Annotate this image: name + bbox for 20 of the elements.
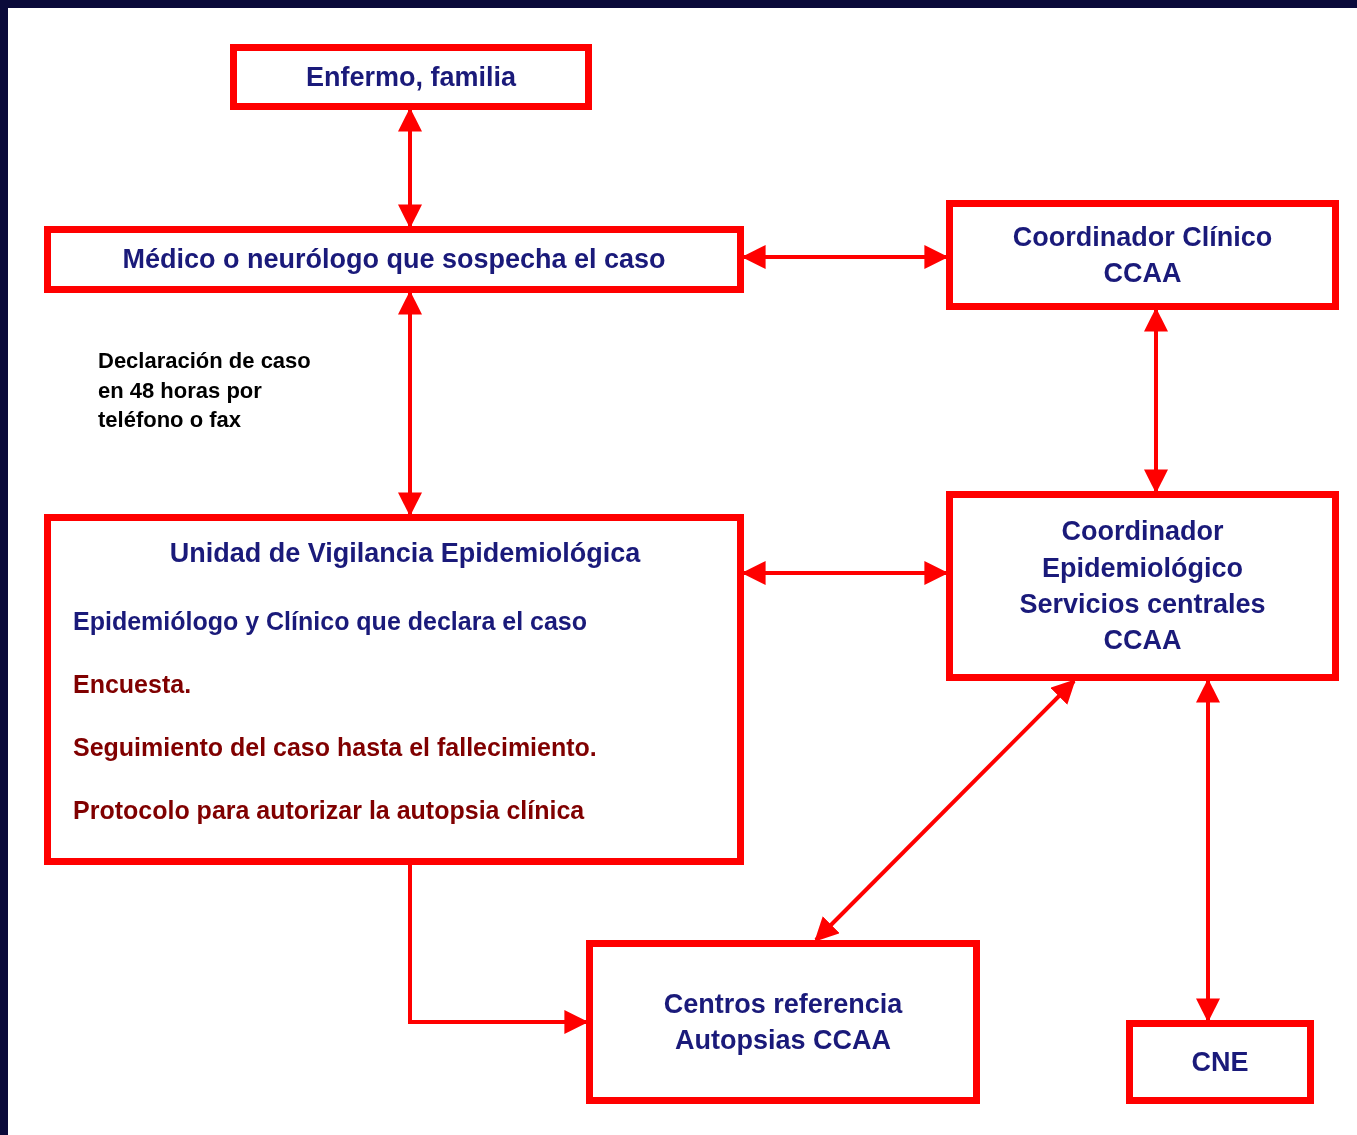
- box-text: Epidemiólogo y Clínico que declara el caso: [73, 606, 588, 638]
- process-box: [1126, 1020, 1314, 1104]
- box-text: Enfermo, familia: [305, 60, 517, 94]
- process-box: [586, 940, 980, 1104]
- box-text: CNE: [1191, 1045, 1249, 1079]
- arrow: [814, 679, 1076, 942]
- process-box: [44, 226, 744, 293]
- process-box: [946, 200, 1339, 310]
- box-heading: Unidad de Vigilancia Epidemiológica: [169, 537, 641, 570]
- process-box: [44, 514, 744, 865]
- box-text: Seguimiento del caso hasta el fallecimiento.: [73, 731, 597, 763]
- box-text: Médico o neurólogo que sospecha el caso: [122, 243, 666, 277]
- box-text: Protocolo para autorizar la autopsia clínica: [73, 794, 585, 826]
- box-text: Encuesta.: [73, 669, 192, 701]
- box-text: Coordinador Epidemiológico Servicios centrales CCAA: [1018, 515, 1267, 658]
- box-text: Centros referencia Autopsias CCAA: [662, 987, 904, 1057]
- process-box: [230, 44, 592, 110]
- note-text: Declaración de caso en 48 horas por teléfono o fax: [98, 347, 312, 435]
- box-text: Coordinador Clínico CCAA: [1011, 220, 1274, 290]
- process-box: [946, 491, 1339, 681]
